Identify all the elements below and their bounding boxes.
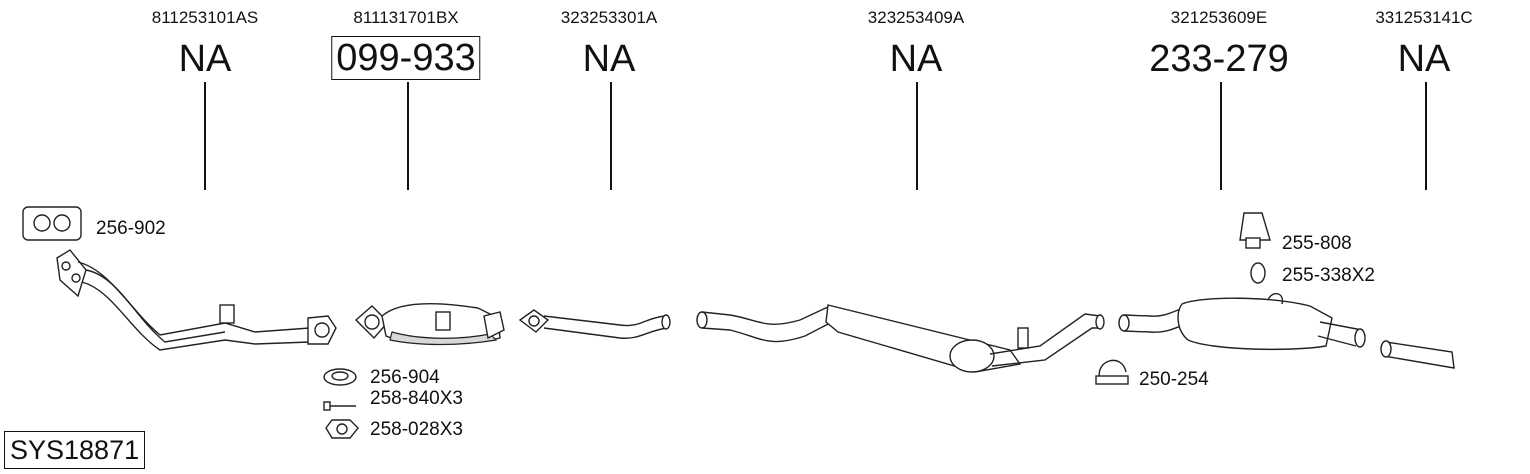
accessory-label[interactable]: 255-808: [1282, 233, 1352, 254]
oem-number: 323253301A: [560, 8, 658, 27]
accessory-label[interactable]: 255-338X2: [1282, 265, 1375, 286]
rubber-ring-icon: [1250, 262, 1266, 284]
tail-pipe: [1380, 340, 1455, 369]
clamp-icon: [1095, 359, 1129, 385]
nut-icon: [325, 419, 359, 439]
gasket-icon: [22, 206, 82, 241]
part-reference[interactable]: NA: [178, 38, 232, 80]
middle-silencer: [696, 304, 1105, 373]
oem-number: 811253101AS: [151, 8, 259, 27]
oem-number: 331253141C: [1375, 8, 1473, 27]
catalytic-converter: [354, 302, 505, 346]
intermediate-pipe: [518, 309, 671, 339]
accessory-label[interactable]: 256-904: [370, 367, 440, 388]
front-pipe: [56, 249, 337, 351]
oem-number: 321253609E: [1170, 8, 1268, 27]
rear-silencer: [1118, 293, 1366, 351]
part-reference[interactable]: NA: [582, 38, 636, 80]
part-reference[interactable]: NA: [1397, 38, 1451, 80]
part-reference[interactable]: NA: [889, 38, 943, 80]
accessory-label[interactable]: 256-902: [96, 218, 166, 239]
oem-number: 323253409A: [867, 8, 965, 27]
part-reference[interactable]: 233-279: [1149, 38, 1289, 80]
ring-gasket-icon: [323, 368, 357, 386]
accessory-label[interactable]: 258-840X3: [370, 388, 463, 409]
bolt-icon: [323, 401, 356, 411]
rubber-mount-icon: [1239, 212, 1271, 249]
oem-number: 811131701BX: [353, 8, 459, 27]
accessory-label[interactable]: 250-254: [1139, 369, 1209, 390]
system-id-badge: SYS18871: [4, 431, 146, 469]
accessory-label[interactable]: 258-028X3: [370, 419, 463, 440]
part-reference-selected[interactable]: 099-933: [331, 36, 481, 80]
